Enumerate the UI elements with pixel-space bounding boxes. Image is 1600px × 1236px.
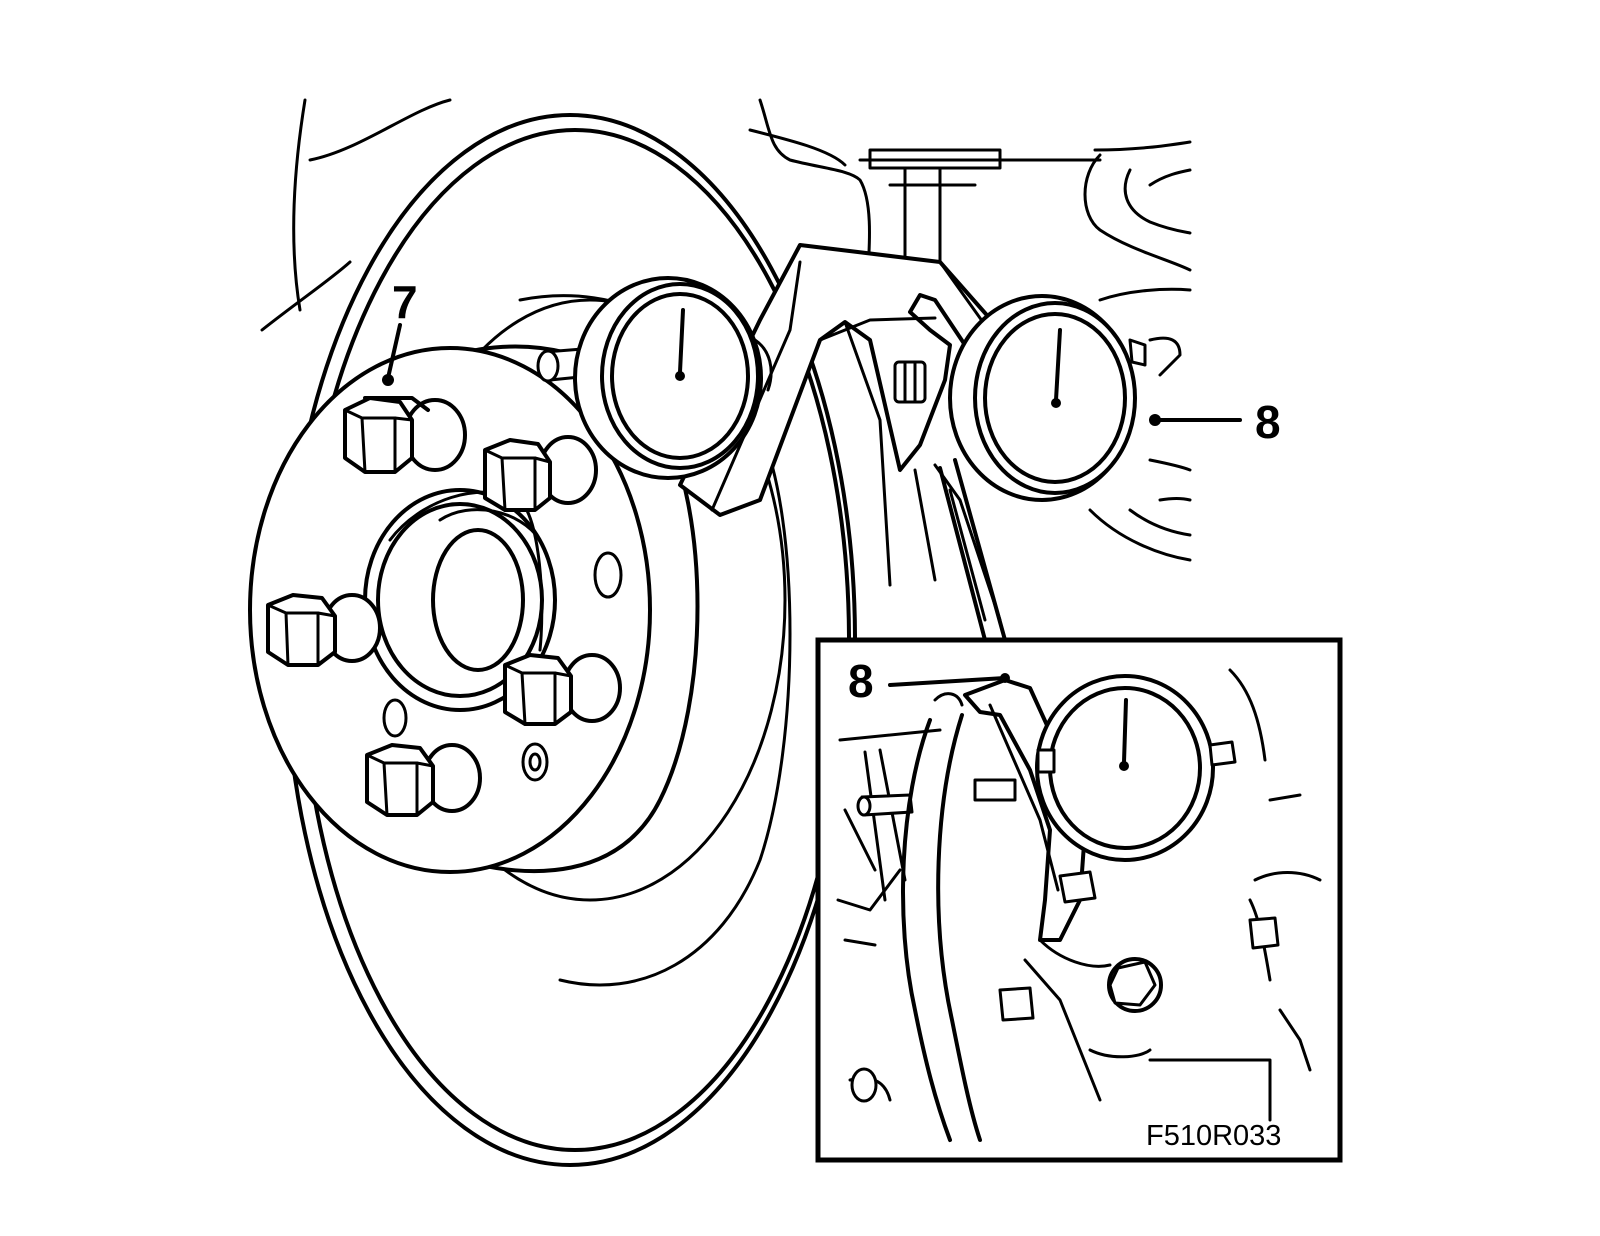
dial-gauge-left (536, 276, 773, 480)
inset-callout-label-8: 8 (848, 655, 874, 707)
inset-detail: 8 F510R033 (815, 637, 1343, 1163)
callout-8: 8 (1149, 396, 1281, 448)
vehicle-body-outline (260, 98, 1192, 562)
callout-label-8: 8 (1255, 396, 1281, 448)
inset-leader (938, 458, 1007, 642)
wheel-bolt (365, 743, 482, 817)
dial-gauge-right (948, 294, 1147, 502)
gauge-bracket (678, 243, 1002, 622)
wheel-bolt (483, 435, 598, 512)
callout-label-7: 7 (392, 276, 418, 328)
wheel-bolts (266, 396, 622, 817)
callout-7: 7 (382, 276, 418, 386)
wheel-bolt (266, 593, 382, 667)
wheel-bolt-7 (343, 396, 467, 474)
figure-code: F510R033 (1146, 1120, 1281, 1152)
wheel-bolt (503, 653, 622, 726)
